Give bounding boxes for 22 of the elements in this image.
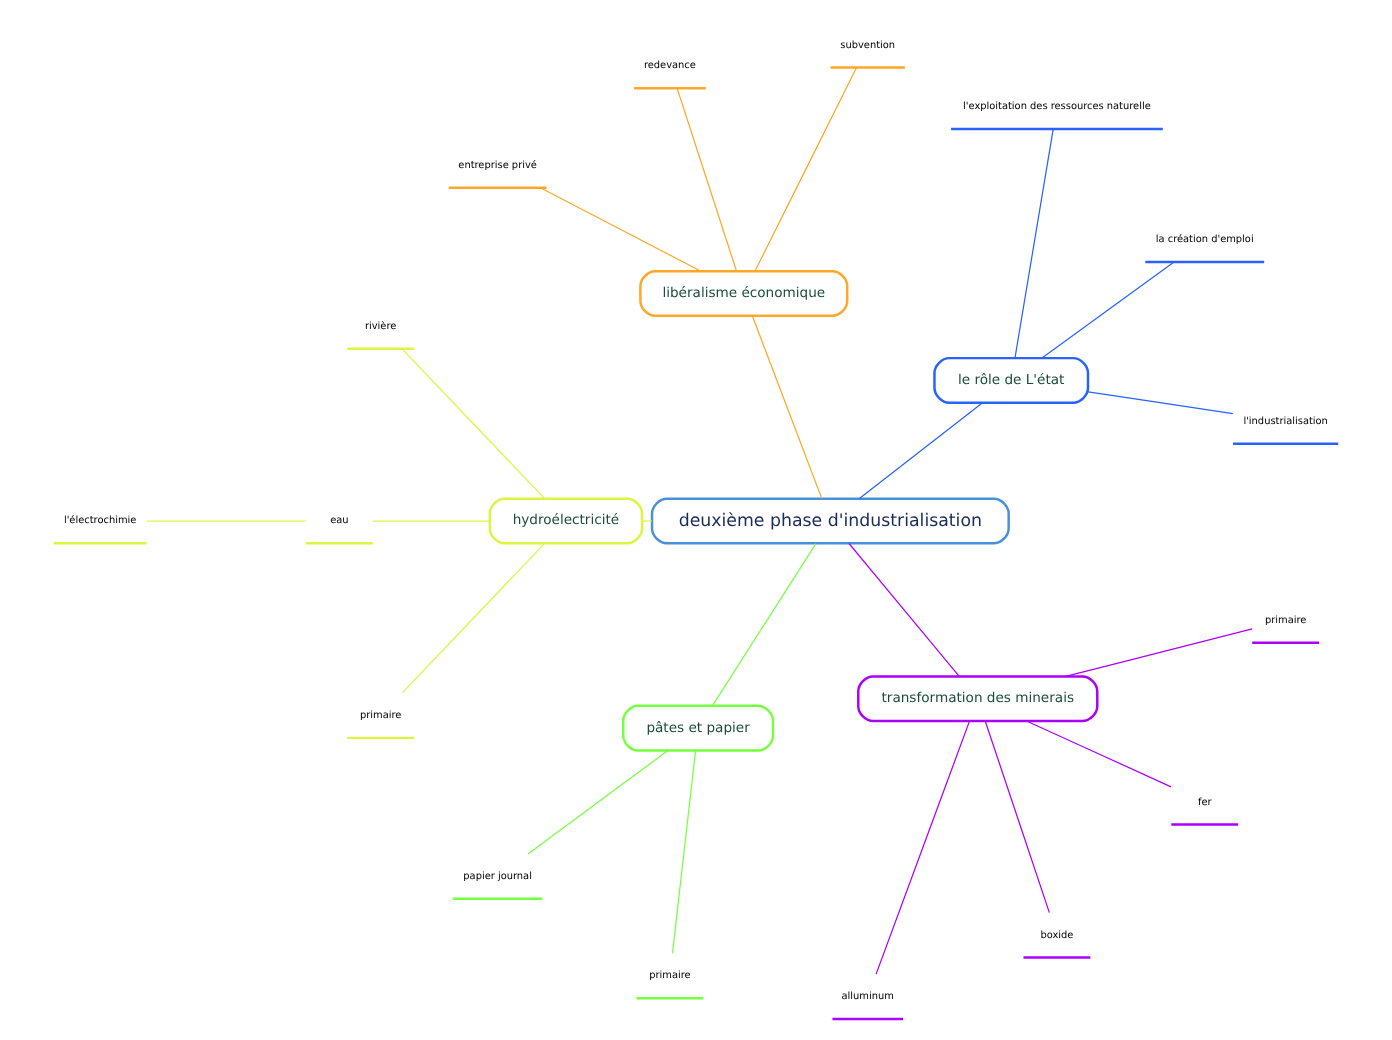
connector — [1064, 627, 1253, 677]
connector — [1014, 127, 1054, 358]
connector — [848, 541, 960, 677]
connector — [527, 749, 669, 854]
connector — [754, 66, 858, 271]
connector — [711, 541, 817, 706]
connector — [1087, 390, 1234, 414]
connector — [751, 314, 823, 498]
connector — [875, 719, 971, 974]
connector — [858, 401, 983, 499]
connector — [401, 541, 546, 693]
connector — [401, 347, 546, 499]
connector — [540, 186, 702, 271]
connector — [676, 86, 738, 271]
connector — [641, 519, 653, 521]
connector — [984, 719, 1050, 913]
connector — [1026, 719, 1172, 787]
node-box: deuxième phase d'industrialisation — [650, 496, 1010, 544]
connector — [671, 748, 697, 954]
connector — [1041, 260, 1175, 358]
connector — [372, 519, 491, 521]
connector — [146, 519, 307, 521]
